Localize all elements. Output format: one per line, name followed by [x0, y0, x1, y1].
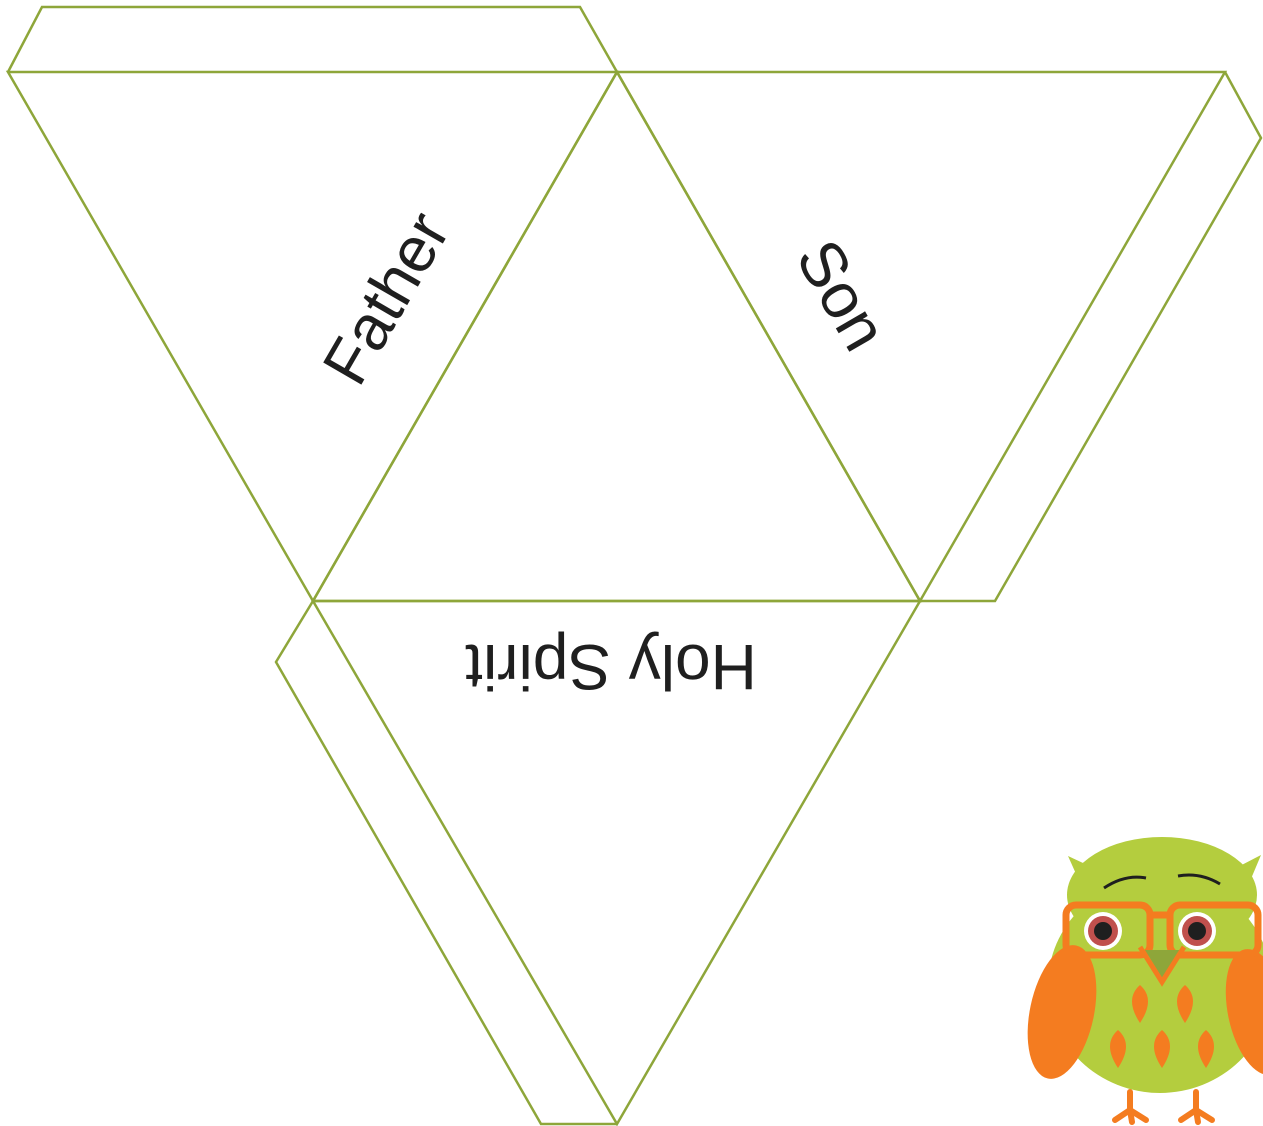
- owl-with-glasses-icon: [1017, 837, 1263, 1122]
- glue-tab-top: [8, 7, 617, 72]
- glue-tab-right: [920, 72, 1261, 601]
- face-left-outline: [8, 72, 617, 601]
- face-right-outline: [617, 72, 1225, 601]
- face-label-father: Father: [309, 200, 464, 396]
- face-label-holy-spirit: Holy Spirit: [465, 631, 757, 703]
- face-label-son: Son: [782, 228, 901, 363]
